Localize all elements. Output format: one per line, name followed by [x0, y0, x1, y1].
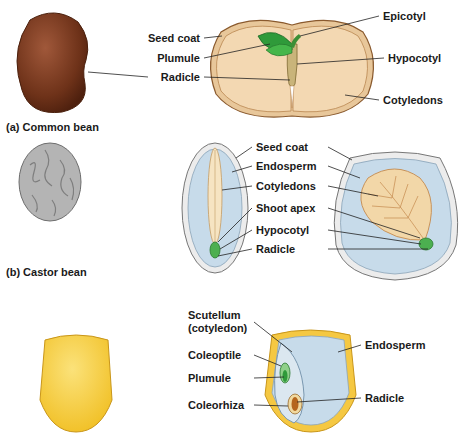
- part-label: Hypocotyl: [388, 52, 441, 65]
- cotyledon: [217, 26, 291, 112]
- embryo-axis: [419, 238, 433, 250]
- seed-mottling: [30, 150, 74, 216]
- endosperm: [188, 149, 242, 267]
- part-label: Scutellum (cotyledon): [188, 309, 252, 334]
- part-label: Seed coat: [256, 141, 308, 154]
- part-label: Cotyledons: [256, 180, 316, 193]
- part-label: Plumule: [188, 372, 231, 385]
- part-label: Shoot apex: [256, 202, 315, 215]
- leader-lines: [88, 16, 384, 100]
- whole-castor-seed: [19, 143, 81, 221]
- whole-corn-kernel: [40, 335, 112, 432]
- part-label: Endosperm: [365, 339, 426, 352]
- leaf-veins: [368, 176, 423, 238]
- leader-lines: [218, 147, 428, 256]
- cotyledon-leaf: [361, 169, 432, 240]
- part-label: Coleoptile: [188, 349, 241, 362]
- part-label: Radicle: [365, 392, 404, 405]
- scutellum: [275, 343, 304, 423]
- part-label: Seed coat: [148, 32, 200, 45]
- pericarp: [265, 330, 356, 432]
- part-label: Radicle: [256, 243, 295, 256]
- seed-coat: [182, 143, 248, 273]
- leader-lines: [254, 322, 361, 406]
- part-label: Cotyledons: [383, 94, 443, 107]
- coleoptile: [280, 363, 290, 383]
- endosperm: [341, 159, 452, 275]
- part-label: Endosperm: [256, 160, 317, 173]
- figure-caption: (a) Common bean: [6, 121, 99, 134]
- plumule: [283, 370, 288, 382]
- plumule-leaf: [266, 44, 292, 56]
- part-label: Epicotyl: [383, 10, 426, 23]
- whole-bean: [17, 13, 88, 113]
- coleorhiza: [288, 394, 302, 414]
- figure-caption: (b) Castor bean: [6, 266, 87, 279]
- part-label: Hypocotyl: [256, 224, 309, 237]
- endosperm: [272, 336, 349, 425]
- radicle: [292, 397, 299, 411]
- cotyledon: [293, 26, 367, 112]
- cotyledons: [208, 148, 222, 244]
- hilum-gap: [290, 86, 294, 108]
- part-label: Plumule: [157, 52, 200, 65]
- part-label: Radicle: [161, 71, 200, 84]
- epicotyl: [290, 34, 301, 48]
- part-label: Coleorhiza: [188, 399, 244, 412]
- seed-coat: [211, 20, 374, 117]
